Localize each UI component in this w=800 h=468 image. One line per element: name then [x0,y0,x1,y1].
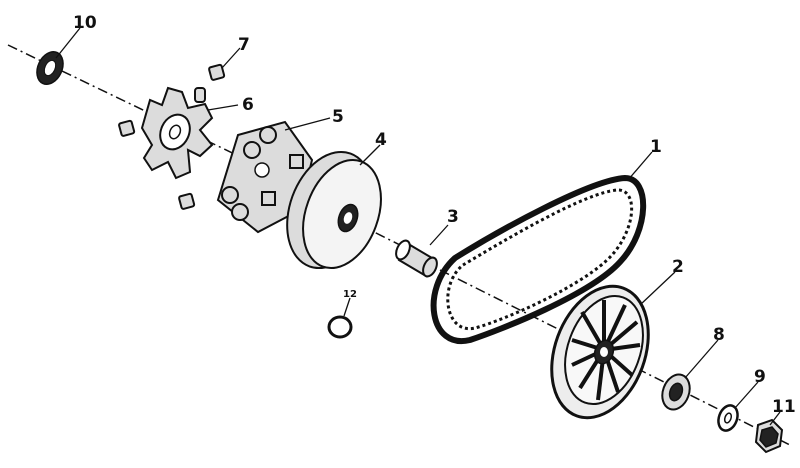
part-1-drive-belt [430,174,647,345]
part-12-ring [327,315,353,339]
callouts: 10 7 6 5 4 3 1 2 8 9 11 12 [73,13,796,417]
part-5-roller-plate [216,120,314,234]
callout-2: 2 [672,257,684,277]
callout-9: 9 [754,367,766,387]
callout-4: 4 [375,130,387,150]
part-8-nut [661,373,691,411]
callout-10: 10 [73,13,97,33]
part-4-movable-drive-face [286,150,382,270]
callout-11: 11 [772,397,796,417]
part-6-ramp-plate [140,86,214,180]
part-2-fixed-drive-face [550,284,650,420]
part-9-washer [717,404,739,432]
callout-6: 6 [242,95,254,115]
part-3-collar [395,239,438,278]
leader-lines [55,27,781,426]
callout-8: 8 [713,325,725,345]
part-11-hex-nut [754,418,784,454]
callout-12: 12 [343,289,357,300]
callout-1: 1 [650,137,662,157]
callout-5: 5 [332,107,344,127]
callout-7: 7 [238,35,250,55]
part-7-slider-pieces [118,63,226,210]
part-10-oil-seal [36,51,64,85]
callout-3: 3 [447,207,459,227]
